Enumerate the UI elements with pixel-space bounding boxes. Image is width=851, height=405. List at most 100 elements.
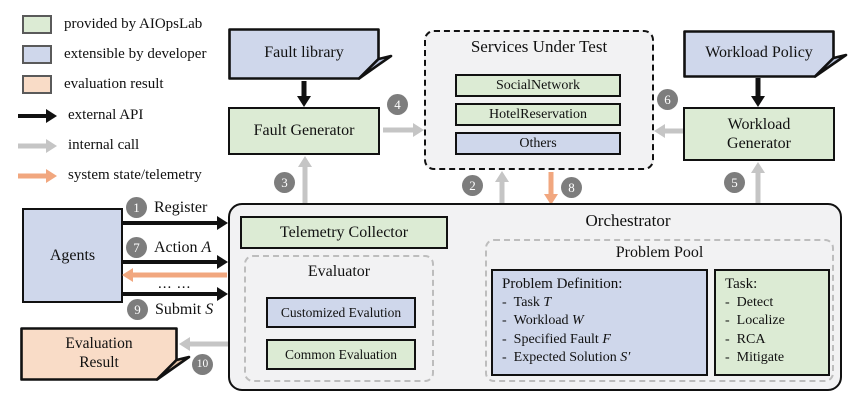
arrow-fault-library-to-generator [297, 81, 311, 106]
agents-label: Agents [49, 246, 96, 264]
orchestrator-title: Orchestrator [585, 211, 671, 230]
task-node: Task: - Detect - Localize - RCA - Mitiga… [714, 269, 830, 376]
workload-generator-label-line2: Generator [727, 135, 791, 152]
service-label: HotelReservation [489, 106, 587, 122]
customized-evaluation-label: Customized Evalution [280, 304, 402, 320]
legend-item: internal call [18, 137, 139, 154]
arrow-evaluation-result [180, 337, 228, 351]
step-label-register: 1 Register [126, 197, 207, 218]
arrow-fault-generator-to-services [383, 123, 423, 137]
step-badge-10: 10 [192, 354, 213, 375]
bullet: - [725, 295, 730, 310]
fault-library-label: Fault library [264, 44, 344, 61]
item-var: T [543, 295, 552, 310]
fault-library-node: Fault library [228, 28, 394, 80]
problem-definition-node: Problem Definition: - Task T - Workload … [491, 269, 708, 376]
submit-var: S [205, 300, 214, 318]
step-badge-2: 2 [462, 175, 483, 196]
legend-label: extensible by developer [64, 46, 207, 62]
services-under-test-title: Services Under Test [470, 37, 608, 56]
item-text: Detect [736, 295, 774, 310]
step-label-action: 7 Action A [126, 237, 211, 258]
bullet: - [725, 350, 730, 366]
workload-policy-label: Workload Policy [705, 44, 813, 61]
evaluation-swatch-icon [22, 75, 52, 94]
problem-definition-item: - Workload W [502, 312, 697, 330]
step-badge-9: 9 [127, 299, 148, 320]
provided-swatch-icon [22, 15, 52, 34]
submit-label: Submit [155, 300, 202, 318]
task-item: - Mitigate [725, 349, 819, 367]
evaluation-result-label: Evaluation Result [20, 327, 178, 379]
evaluator-panel: Evaluator Customized Evalution Common Ev… [244, 255, 434, 382]
step-badge-4: 4 [387, 94, 408, 115]
service-label: SocialNetwork [496, 77, 580, 93]
step-badge-3: 3 [274, 172, 295, 193]
legend-label: system state/telemetry [68, 167, 202, 183]
item-var: W [572, 313, 584, 329]
bullet: - [502, 313, 507, 329]
problem-pool-title: Problem Pool [615, 244, 704, 261]
item-text: Task [513, 295, 540, 310]
step-label-submit: 9 Submit S [127, 299, 213, 320]
step-badge-7: 7 [126, 237, 147, 258]
fault-generator-node: Fault Generator [228, 107, 380, 155]
step-badge-1: 1 [126, 197, 147, 218]
action-var: A [201, 238, 212, 256]
item-var: S′ [620, 350, 631, 366]
arrow-action [123, 255, 227, 269]
legend-item: evaluation result [22, 75, 164, 94]
item-text: RCA [736, 331, 766, 347]
evaluation-result-line1: Evaluation [65, 334, 133, 352]
common-evaluation-node: Common Evaluation [266, 339, 416, 370]
legend-item: external API [18, 107, 143, 124]
task-title: Task: [725, 276, 758, 292]
document-shape-icon [683, 30, 848, 78]
item-text: Workload [513, 313, 569, 329]
item-text: Specified Fault [513, 331, 599, 347]
evaluation-result-line2: Result [79, 354, 119, 371]
action-label: Action [154, 238, 198, 256]
arrow-orchestrator-to-services [495, 172, 509, 204]
item-text: Expected Solution [513, 350, 617, 366]
arrow-orchestrator-to-workload-generator [751, 163, 765, 204]
legend-item: extensible by developer [22, 45, 206, 64]
workload-policy-node: Workload Policy [683, 30, 849, 78]
external-api-arrow-icon [18, 109, 56, 123]
register-label: Register [154, 198, 208, 216]
task-item: - Detect [725, 294, 819, 312]
service-item-hotelreservation: HotelReservation [455, 103, 621, 126]
workload-generator-node: Workload Generator [683, 107, 835, 161]
services-under-test-panel: Services Under Test SocialNetwork HotelR… [424, 30, 654, 170]
bullet: - [725, 331, 730, 347]
service-item-socialnetwork: SocialNetwork [455, 74, 621, 97]
problem-definition-item: - Specified Fault F [502, 331, 697, 349]
telemetry-arrow-icon [18, 169, 56, 183]
problem-definition-title: Problem Definition: [502, 276, 623, 292]
arrow-register [123, 216, 227, 230]
step-badge-8: 8 [561, 177, 582, 198]
evaluator-title: Evaluator [307, 263, 371, 280]
fault-generator-label: Fault Generator [253, 122, 355, 140]
bullet: - [502, 295, 507, 310]
item-text: Localize [736, 313, 785, 329]
arrow-services-telemetry-to-orchestrator [544, 172, 558, 204]
bullet: - [502, 331, 507, 347]
item-var: F [602, 331, 611, 347]
common-evaluation-label: Common Evaluation [284, 346, 398, 362]
extensible-swatch-icon [22, 45, 52, 64]
legend-item: provided by AIOpsLab [22, 15, 202, 34]
task-item: - Localize [725, 312, 819, 330]
problem-definition-item: - Expected Solution S′ [502, 349, 697, 367]
arrow-workload-policy-to-generator [751, 78, 765, 106]
legend-label: evaluation result [64, 76, 164, 92]
agents-node: Agents [22, 208, 123, 303]
document-shape-icon [228, 28, 393, 80]
bullet: - [502, 350, 507, 366]
arrow-orchestrator-to-fault-generator [298, 157, 312, 203]
service-item-others: Others [455, 132, 621, 155]
workload-generator-label-line1: Workload [727, 115, 791, 133]
legend-label: internal call [68, 137, 140, 153]
service-label: Others [519, 135, 557, 151]
